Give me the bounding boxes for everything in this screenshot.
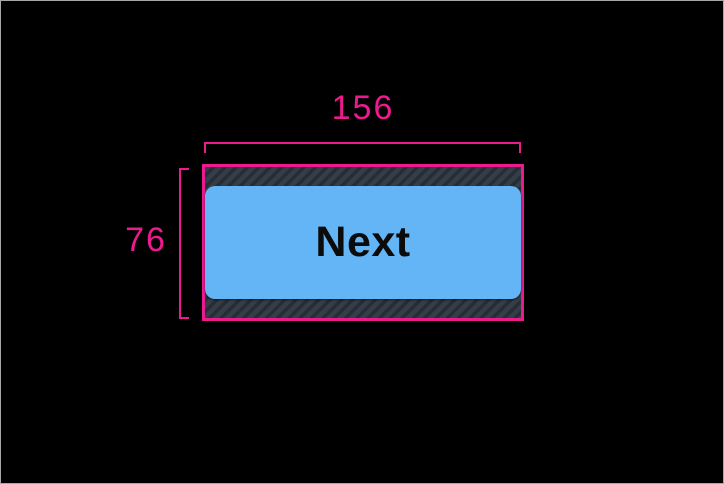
- next-button[interactable]: Next: [205, 186, 521, 299]
- width-measure-bracket: [204, 142, 521, 153]
- height-measure-bracket: [179, 168, 189, 319]
- width-dimension-label: 156: [331, 89, 395, 127]
- next-button-label: Next: [315, 218, 411, 266]
- touch-target-hatch-area: Next: [205, 167, 521, 318]
- touch-target-bounds: Next: [202, 164, 524, 321]
- height-dimension-label: 76: [125, 221, 167, 259]
